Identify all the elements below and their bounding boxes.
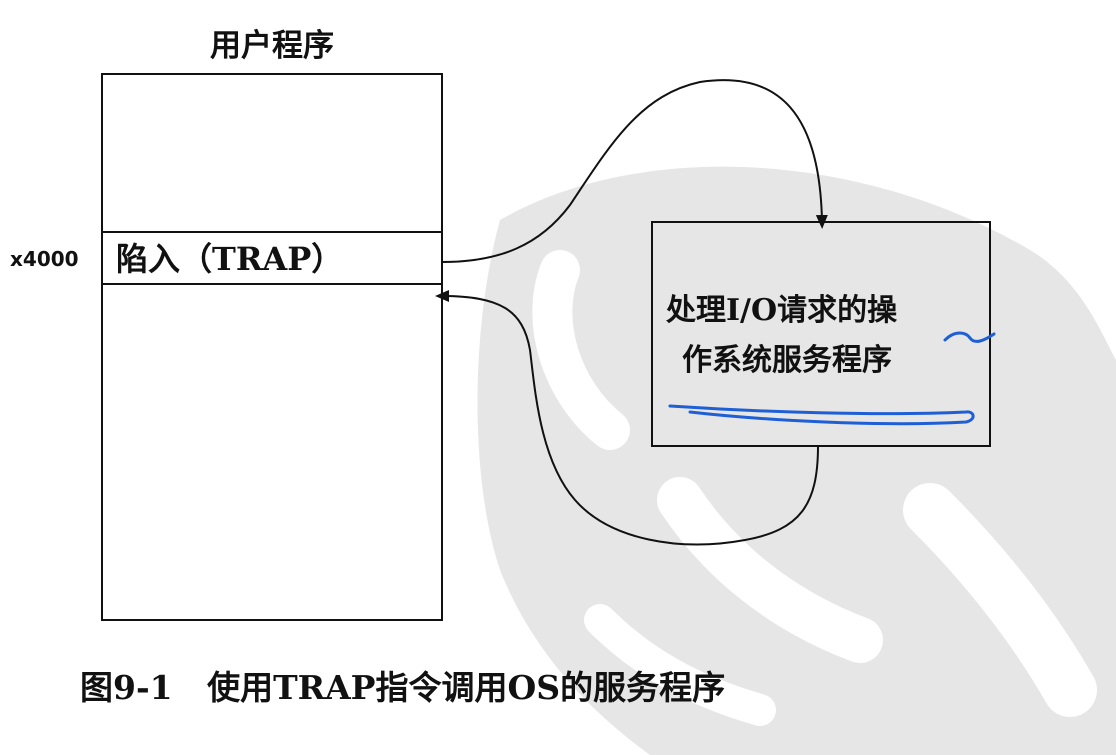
user-program-title: 用户程序 (210, 28, 334, 64)
trap-call-arrow (441, 79, 828, 263)
address-label: x4000 (10, 247, 79, 271)
figure-caption: 图9-1 使用TRAP指令调用OS的服务程序 (80, 668, 725, 707)
watermark (477, 166, 1116, 755)
os-service-line-2: 作系统服务程序 (682, 343, 892, 378)
os-service-line-1: 处理I/O请求的操 (665, 293, 898, 328)
trap-instruction-label: 陷入（TRAP） (116, 240, 343, 278)
annotation-underline (668, 404, 975, 426)
user-program-box (101, 73, 443, 621)
annotation-squiggle (943, 331, 996, 343)
return-arrow (435, 290, 819, 546)
